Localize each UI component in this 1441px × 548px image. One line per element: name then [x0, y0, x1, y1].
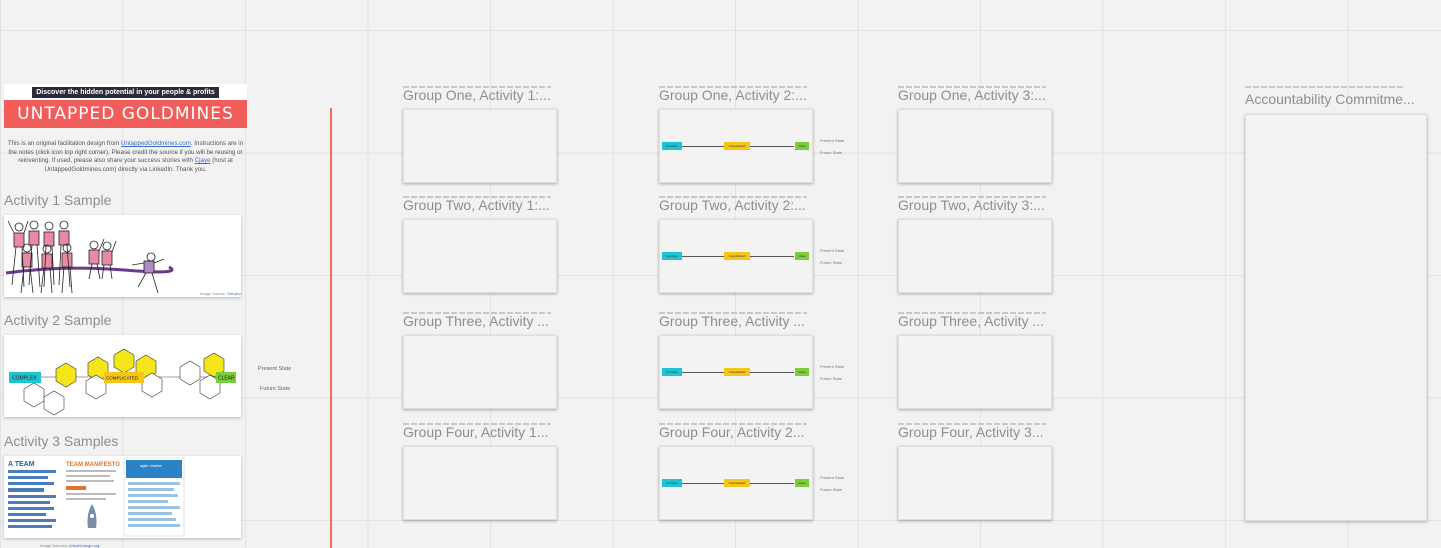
frame-group-3-activity-2[interactable]: Complex Complicated Clear [659, 335, 813, 409]
present-state-label: Present State [820, 138, 845, 143]
present-state-label: Present State [820, 475, 845, 480]
flow-end-box: Clear [795, 368, 809, 376]
accountability-frame[interactable] [1245, 114, 1427, 521]
frame-title-group-2-activity-2[interactable]: Group Two, Activity 2:... [659, 197, 806, 213]
frame-note [659, 312, 807, 314]
activity-2-future-state: Future State [260, 386, 291, 392]
frame-group-2-activity-2[interactable]: Complex Complicated Clear [659, 219, 813, 293]
activity-3-sample-image[interactable]: A TEAM TEAM MANIFESTO agile charter [4, 456, 241, 538]
intro-link-cjaye[interactable]: Cjaye [194, 157, 211, 165]
frame-title-group-4-activity-1[interactable]: Group Four, Activity 1... [403, 424, 549, 440]
activity-3-sample-title: Activity 3 Samples [4, 433, 119, 449]
poster-1-title: A TEAM [8, 461, 35, 468]
activity-2-sample-image[interactable]: COMPLEX COMPLICATED CLEAR [4, 335, 241, 417]
banner-title: UNTAPPED GOLDMINES [4, 100, 247, 128]
banner-tagline: Discover the hidden potential in your pe… [32, 86, 219, 98]
frame-title-group-1-activity-3[interactable]: Group One, Activity 3:... [898, 87, 1046, 103]
frame-note [403, 196, 551, 198]
flow-start-box: Complex [662, 479, 682, 487]
flow-start-box: Complex [662, 368, 682, 376]
frame-note [659, 196, 807, 198]
frame-title-group-2-activity-3[interactable]: Group Two, Activity 3:... [898, 197, 1045, 213]
frame-title-group-4-activity-2[interactable]: Group Four, Activity 2... [659, 424, 805, 440]
frame-group-3-activity-1[interactable] [403, 335, 557, 409]
intro-text: This is an original facilitation design … [4, 140, 247, 174]
frame-title-group-1-activity-2[interactable]: Group One, Activity 2:... [659, 87, 807, 103]
frame-note [898, 196, 1046, 198]
frame-group-1-activity-3[interactable] [898, 109, 1052, 183]
flow-start-box: Complex [662, 252, 682, 260]
flow-end-box: Clear [795, 142, 809, 150]
team-posters-icon: A TEAM TEAM MANIFESTO agile charter [6, 457, 185, 537]
intro-part-1: This is an original facilitation design … [7, 140, 122, 147]
frame-title-group-2-activity-1[interactable]: Group Two, Activity 1:... [403, 197, 550, 213]
flow-middle-box: Complicated [724, 252, 750, 260]
frame-note [898, 86, 1046, 88]
activity-1-credit: Image Source: Storyboard [200, 291, 241, 296]
frame-note [403, 312, 551, 314]
frame-group-4-activity-2[interactable]: Complex Complicated Clear [659, 446, 813, 520]
frame-title-group-3-activity-3[interactable]: Group Three, Activity ... [898, 313, 1045, 329]
frame-note [403, 86, 551, 88]
frame-group-3-activity-3[interactable] [898, 335, 1052, 409]
clear-label: CLEAR [218, 376, 235, 382]
complicated-label: COMPLICATED [106, 376, 139, 381]
frame-title-group-3-activity-1[interactable]: Group Three, Activity ... [403, 313, 550, 329]
intro-part-3: (host at UntappedGoldmines.com) directly… [44, 157, 233, 173]
intro-link-untappedgoldmines[interactable]: UntappedGoldmines.com [121, 140, 191, 147]
future-state-label: Future State [820, 376, 843, 381]
frame-note [403, 423, 551, 425]
accountability-note [1245, 86, 1405, 88]
frame-title-group-4-activity-3[interactable]: Group Four, Activity 3... [898, 424, 1044, 440]
poster-3-title: agile charter [140, 463, 163, 468]
present-state-label: Present State [820, 248, 845, 253]
flow-middle-box: Complicated [724, 479, 750, 487]
activity-3-credit: Image Sources: Artsofchange.org [40, 543, 100, 548]
frame-title-group-3-activity-2[interactable]: Group Three, Activity ... [659, 313, 806, 329]
flow-start-box: Complex [662, 142, 682, 150]
flow-middle-box: Complicated [724, 368, 750, 376]
accountability-title[interactable]: Accountability Commitme... [1245, 91, 1415, 107]
flow-middle-box: Complicated [724, 142, 750, 150]
frame-group-2-activity-1[interactable] [403, 219, 557, 293]
activity-2-present-state: Present State [258, 366, 292, 372]
flow-end-box: Clear [795, 252, 809, 260]
frame-title-group-1-activity-1[interactable]: Group One, Activity 1:... [403, 87, 551, 103]
future-state-label: Future State [820, 487, 843, 492]
frame-group-2-activity-3[interactable] [898, 219, 1052, 293]
complex-label: COMPLEX [12, 376, 37, 382]
activity-1-sample-image[interactable]: Image Source: Storyboard [4, 215, 241, 297]
poster-2-title: TEAM MANIFESTO [66, 462, 120, 468]
cynefin-hexagon-diagram-icon: COMPLEX COMPLICATED CLEAR [9, 348, 236, 416]
celebrating-people-illustration-icon: Image Source: Storyboard [5, 220, 241, 296]
future-state-label: Future State [820, 260, 843, 265]
intro-part-2: . Instructions are in the notes (click i… [8, 140, 244, 165]
activity-2-sample-title: Activity 2 Sample [4, 312, 112, 328]
frame-note [659, 86, 807, 88]
frame-note [898, 423, 1046, 425]
frame-group-1-activity-2[interactable]: Complex Complicated Clear [659, 109, 813, 183]
frame-note [659, 423, 807, 425]
future-state-label: Future State [820, 150, 843, 155]
frame-group-4-activity-3[interactable] [898, 446, 1052, 520]
flow-end-box: Clear [795, 479, 809, 487]
section-divider [330, 108, 332, 548]
frame-note [898, 312, 1046, 314]
banner-tagline-bar: Discover the hidden potential in your pe… [4, 84, 247, 100]
activity-1-sample-title: Activity 1 Sample [4, 192, 112, 208]
frame-group-4-activity-1[interactable] [403, 446, 557, 520]
present-state-label: Present State [820, 364, 845, 369]
frame-group-1-activity-1[interactable] [403, 109, 557, 183]
